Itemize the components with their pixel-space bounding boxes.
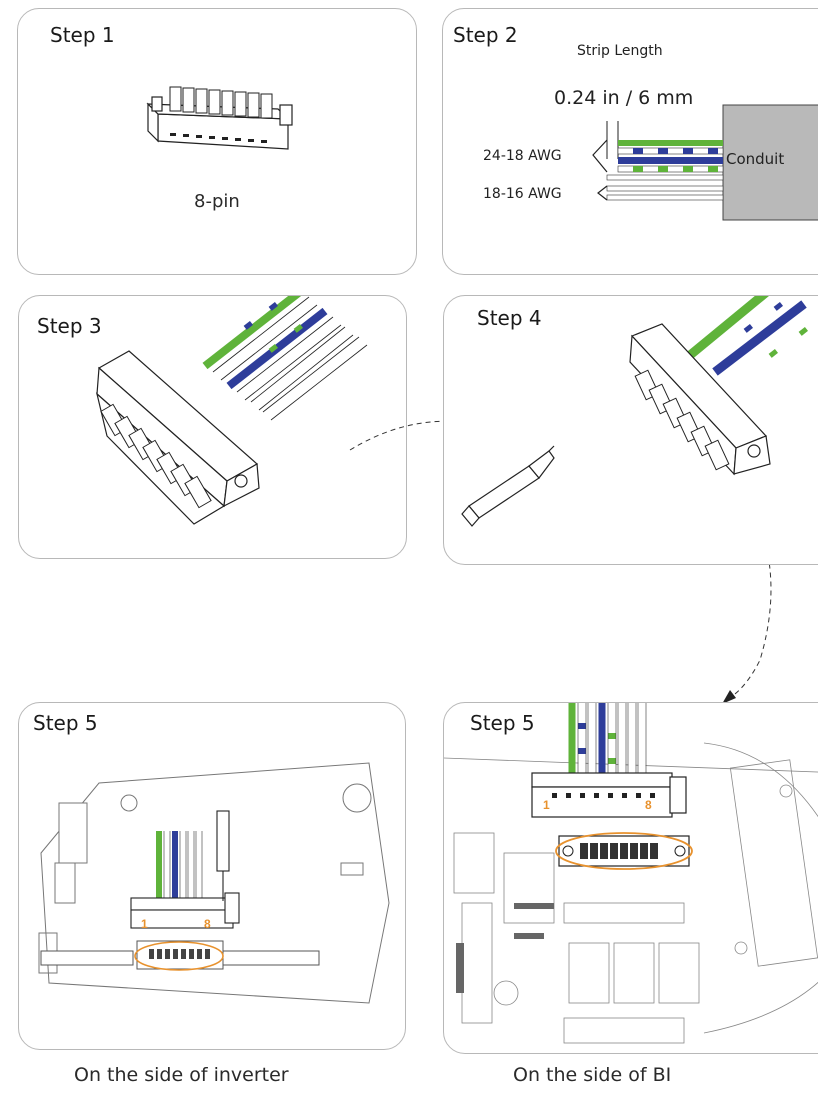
step1-panel: Step 1 xyxy=(17,8,417,275)
caption-bi-side: On the side of BI xyxy=(513,1064,671,1086)
conduit-label: Conduit xyxy=(726,150,784,168)
step5-inverter-panel: Step 5 xyxy=(18,702,406,1050)
step3-panel: Step 3 xyxy=(18,295,407,559)
caption-inverter-side: On the side of inverter xyxy=(74,1064,289,1086)
screwdriver-tightening-illustration xyxy=(444,296,818,564)
wire-strip-diagram xyxy=(443,9,818,274)
step2-panel: Step 2 Strip Length 0.24 in / 6 mm 24-18… xyxy=(442,8,818,275)
bi-pin-1-label: 1 xyxy=(543,798,550,812)
screwdriver-icon xyxy=(462,446,554,526)
wire-insertion-illustration xyxy=(19,296,406,558)
inverter-pin-1-label: 1 xyxy=(141,917,148,931)
wire-gauge-label-1: 24-18 AWG xyxy=(483,148,562,164)
wire-gauge-label-2: 18-16 AWG xyxy=(483,186,562,202)
inverter-board-illustration xyxy=(19,703,405,1049)
step4-panel: Step 4 xyxy=(443,295,818,565)
connector-8pin-illustration xyxy=(18,9,416,274)
connector-pin-count: 8-pin xyxy=(194,191,240,212)
bi-board-illustration xyxy=(444,703,818,1053)
inverter-pin-8-label: 8 xyxy=(204,917,211,931)
step5-bi-panel: Step 5 xyxy=(443,702,818,1054)
bi-pin-8-label: 8 xyxy=(645,798,652,812)
